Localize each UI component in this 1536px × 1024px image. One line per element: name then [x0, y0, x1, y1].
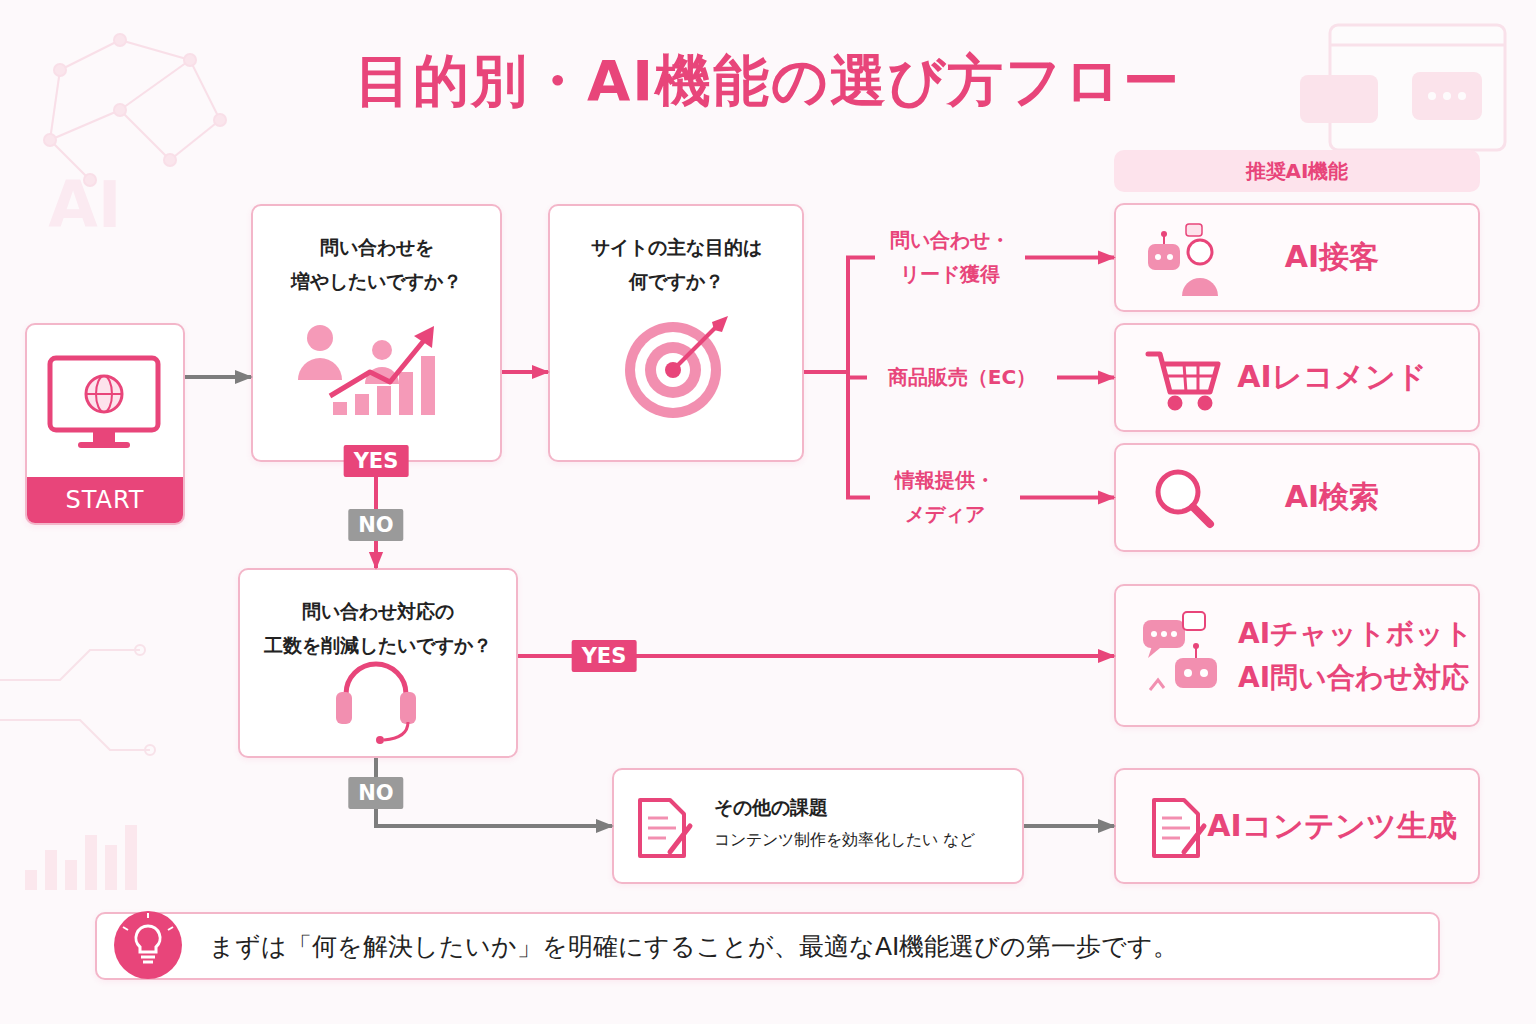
- network-decoration: [114, 104, 126, 116]
- column-header: 推奨AI機能: [1114, 150, 1480, 192]
- edge-label: 商品販売（EC）: [867, 360, 1057, 394]
- bar-decoration: [105, 845, 117, 890]
- bar-decoration: [85, 835, 97, 890]
- flow-arrow: [1024, 824, 1114, 828]
- window-decoration: [1330, 44, 1505, 47]
- node-text: AI検索: [1285, 477, 1379, 518]
- result-box: AIチャットボットAI問い合わせ対応: [1114, 584, 1480, 727]
- network-decoration: [50, 70, 60, 140]
- circuit-decoration: [0, 645, 155, 755]
- edge-label: 情報提供・ メディア: [870, 463, 1020, 531]
- watermark: AI: [48, 168, 121, 242]
- result-box: AI検索: [1114, 443, 1480, 552]
- result-box: AIコンテンツ生成: [1114, 768, 1480, 884]
- decision-box: サイトの主な目的は 何ですか？: [548, 204, 804, 462]
- network-decoration: [170, 120, 220, 160]
- window-decoration: [1300, 75, 1378, 123]
- network-decoration: [120, 40, 190, 60]
- diagram-title: 目的別・AI機能の選び方フロー: [0, 44, 1536, 118]
- node-text: まずは「何を解決したいか」を明確にすることが、最適なAI機能選びの第一歩です。: [209, 930, 1178, 963]
- bar-decoration: [125, 825, 137, 890]
- node-text: 推奨AI機能: [1246, 158, 1349, 185]
- network-decoration: [120, 110, 170, 160]
- circuit-decoration: [145, 745, 155, 755]
- edge-label: 問い合わせ・ リード獲得: [875, 223, 1025, 291]
- network-decoration: [120, 60, 190, 110]
- answer-tag: YES: [344, 445, 409, 477]
- bar-decoration: [25, 870, 37, 890]
- result-box: AI接客: [1114, 203, 1480, 312]
- network-decoration: [44, 34, 226, 186]
- window-decoration: [1428, 92, 1436, 100]
- decision-box: 問い合わせを 増やしたいですか？: [251, 204, 502, 462]
- bar-decoration: [25, 825, 137, 890]
- node-text: AIコンテンツ生成: [1207, 806, 1456, 847]
- network-decoration: [114, 34, 126, 46]
- bar-decoration: [45, 850, 57, 890]
- process-box: その他の課題コンテンツ制作を効率化したい など: [612, 768, 1024, 884]
- bar-decoration: [65, 860, 77, 890]
- network-decoration: [164, 154, 176, 166]
- node-text: AI問い合わせ対応: [1238, 656, 1478, 700]
- result-box: AIレコメンド: [1114, 323, 1480, 432]
- start-box: START: [25, 323, 185, 525]
- flow-arrow: [185, 375, 251, 379]
- flow-arrow: [376, 758, 612, 826]
- window-decoration: [1443, 92, 1451, 100]
- window-decoration: [1458, 92, 1466, 100]
- decision-box: 問い合わせ対応の 工数を削減したいですか？: [238, 568, 518, 758]
- circuit-decoration: [0, 720, 150, 750]
- answer-tag: NO: [348, 777, 403, 809]
- circuit-decoration: [0, 650, 140, 680]
- network-decoration: [184, 54, 196, 66]
- network-decoration: [50, 110, 120, 140]
- circuit-decoration: [135, 645, 145, 655]
- answer-tag: YES: [572, 640, 637, 672]
- node-text: サイトの主な目的は 何ですか？: [560, 230, 792, 298]
- node-text: 問い合わせ対応の 工数を削減したいですか？: [250, 594, 506, 662]
- network-decoration: [60, 40, 120, 70]
- node-text: その他の課題: [714, 790, 1014, 824]
- node-text: 問い合わせを 増やしたいですか？: [263, 230, 490, 298]
- node-text: AIチャットボット: [1238, 612, 1478, 656]
- note-box: まずは「何を解決したいか」を明確にすることが、最適なAI機能選びの第一歩です。: [95, 912, 1440, 980]
- node-text: AIレコメンド: [1237, 357, 1426, 398]
- flow-arrow: [502, 370, 548, 374]
- network-decoration: [54, 64, 66, 76]
- window-decoration: [1412, 72, 1482, 120]
- node-text: AI接客: [1285, 237, 1379, 278]
- node-text: コンテンツ制作を効率化したい など: [714, 824, 1014, 856]
- window-decoration: [1300, 25, 1505, 150]
- answer-tag: NO: [348, 509, 403, 541]
- window-decoration: [1330, 25, 1505, 150]
- network-decoration: [44, 134, 56, 146]
- node-text: START: [27, 477, 183, 523]
- network-decoration: [190, 60, 220, 120]
- network-decoration: [214, 114, 226, 126]
